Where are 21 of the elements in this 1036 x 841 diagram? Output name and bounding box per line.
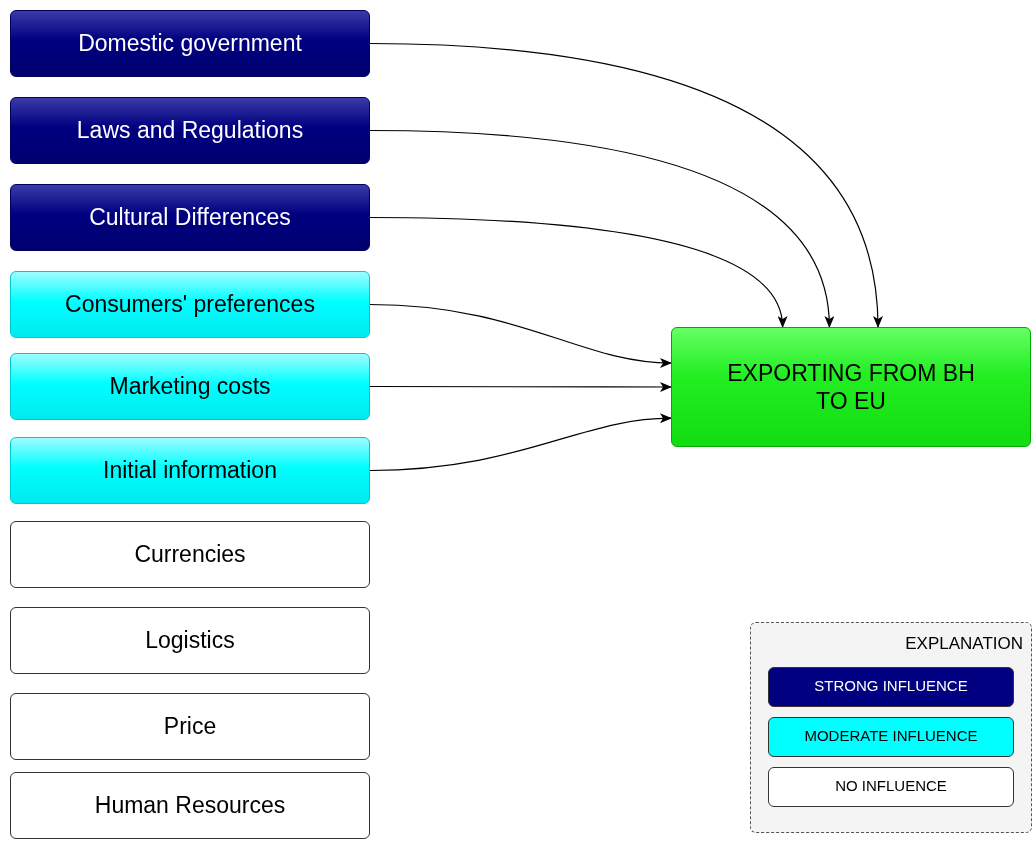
- factor-box: Initial information: [10, 437, 370, 504]
- legend-swatch: NO INFLUENCE: [768, 766, 1014, 807]
- factor-box: Domestic government: [10, 10, 370, 77]
- factor-box: Cultural Differences: [10, 184, 370, 251]
- arrow: [369, 129, 834, 328]
- factor-box: Currencies: [10, 521, 370, 588]
- arrow: [369, 42, 883, 328]
- arrow: [369, 303, 672, 368]
- factor-box: Marketing costs: [10, 353, 370, 420]
- legend-title: EXPLANATION: [905, 633, 1024, 655]
- factor-box: Consumers' preferences: [10, 271, 370, 338]
- target-box: EXPORTING FROM BH TO EU: [671, 327, 1031, 447]
- legend-swatch: STRONG INFLUENCE: [768, 666, 1014, 707]
- legend-swatch: MODERATE INFLUENCE: [768, 716, 1014, 757]
- arrow: [369, 216, 786, 328]
- arrow: [369, 382, 672, 392]
- factor-box: Price: [10, 693, 370, 760]
- arrow: [369, 413, 672, 472]
- factor-box: Laws and Regulations: [10, 97, 370, 164]
- factor-box: Human Resources: [10, 772, 370, 839]
- factor-box: Logistics: [10, 607, 370, 674]
